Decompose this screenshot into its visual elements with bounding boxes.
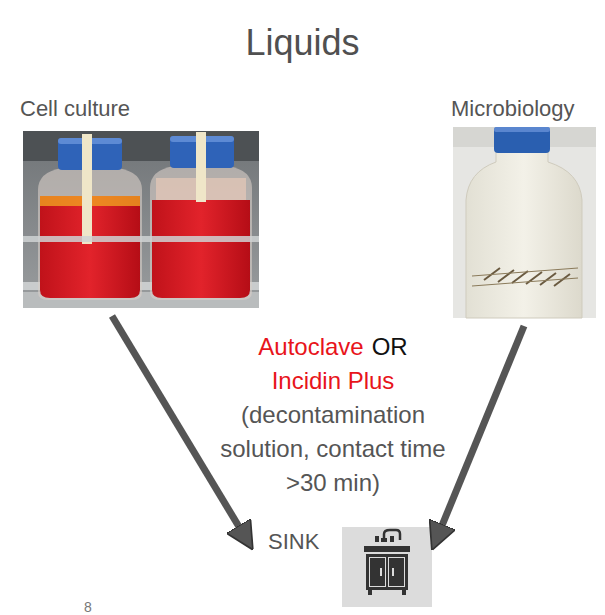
sink-icon [342, 527, 432, 607]
method-note: (decontamination solution, contact time … [213, 398, 453, 500]
method-block: Autoclave ORIncidin Plus(decontamination … [213, 330, 453, 500]
slide-title: Liquids [0, 22, 605, 64]
flow-arrow [434, 326, 524, 545]
flow-arrow [112, 316, 250, 545]
sink-group: SINK [250, 525, 434, 609]
cell-culture-photo [23, 131, 259, 308]
method-name: Incidin Plus [213, 364, 453, 398]
node-heading: Cell culture [20, 96, 130, 122]
node-heading: Microbiology [451, 96, 575, 122]
photo-panel: Microbiology [449, 96, 599, 320]
microbiology-photo [453, 127, 596, 318]
page-number: 8 [84, 600, 92, 614]
method-name: Autoclave [258, 330, 363, 364]
photo-panel: Cell culture [18, 96, 262, 310]
node-heading: SINK [268, 529, 319, 555]
method-line: Autoclave OR [213, 330, 453, 364]
connector-word: OR [372, 330, 408, 364]
